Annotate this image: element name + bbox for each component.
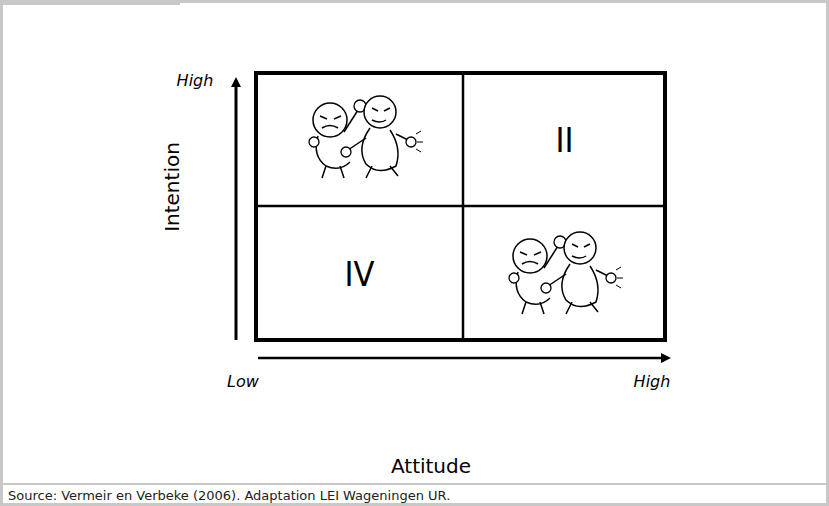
matrix-cell: IV [258, 209, 461, 338]
top-tab [0, 0, 180, 5]
matrix-cell: II [466, 76, 663, 204]
axis-title: Attitude [391, 455, 471, 477]
axis-end-label: Low [227, 373, 259, 391]
fight-cartoon [309, 96, 423, 178]
y-axis-arrow [235, 82, 238, 340]
x-axis-arrow [258, 357, 666, 360]
axis-title: Intention [161, 142, 183, 232]
axis-end-label: High [634, 373, 671, 391]
axis-end-label: High [177, 72, 214, 90]
fight-cartoon [509, 232, 623, 314]
quadrant-number: IV [345, 254, 375, 294]
matrix-divider [256, 205, 665, 208]
source-rule [0, 483, 829, 485]
source-note: Source: Vermeir en Verbeke (2006). Adapt… [8, 489, 450, 503]
quadrant-number: II [555, 120, 573, 160]
matrix-border [256, 73, 665, 340]
